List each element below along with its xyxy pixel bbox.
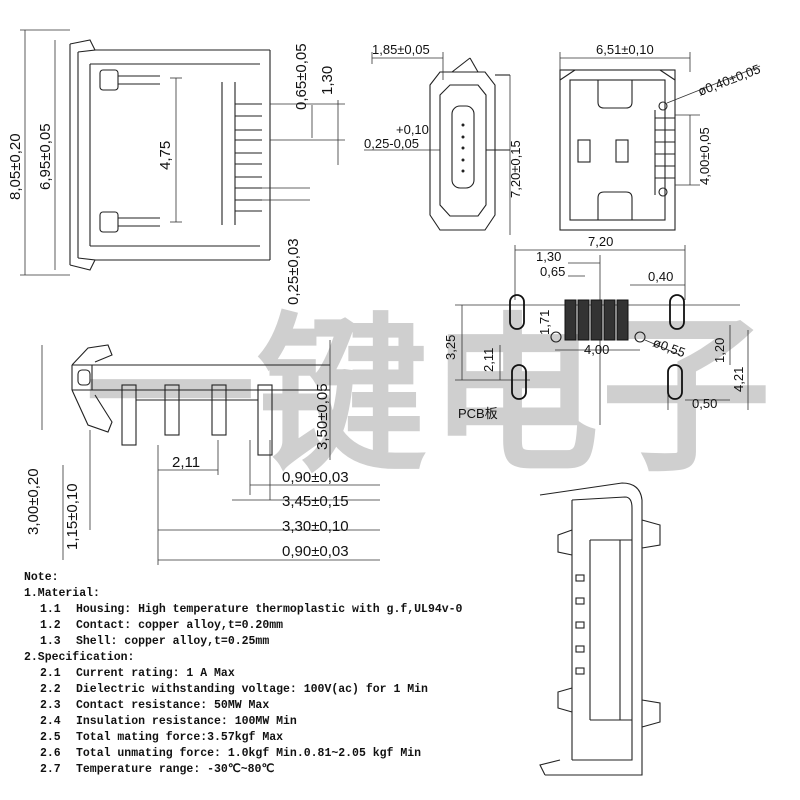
dim-330: 3,30±0,10: [282, 518, 349, 535]
dim-pin-area: 4,00±0,05: [697, 127, 712, 185]
dim-tol-plus: +0,10: [396, 122, 429, 137]
dim-tol-main: 0,25-0,05: [364, 136, 419, 151]
pcb-h325: 3,25: [443, 335, 458, 360]
pcb-pad-5: [616, 299, 629, 341]
dim-body-height: 6,95±0,05: [37, 123, 54, 190]
pcb-pad-4: [603, 299, 616, 341]
dim-bottom-gap: 0,25±0,03: [285, 238, 302, 305]
watermark-text: 一键电子: [85, 302, 773, 492]
dim-pitch-130: 1,30: [319, 66, 336, 95]
pcb-h120: 1,20: [712, 338, 727, 363]
pcb-h421: 4,21: [731, 367, 746, 392]
front-view: 1,85±0,05 +0,10 0,25-0,05 7,20±0,15: [364, 42, 523, 235]
dim-top-offset: 0,65±0,05: [293, 43, 310, 110]
dim-side-300: 3,00±0,20: [25, 468, 42, 535]
side-view-top: 8,05±0,20 6,95±0,05 4,75 0,65±0,05 1,30 …: [7, 29, 345, 305]
pcb-pad-1: [564, 299, 577, 341]
dim-pin-span: 4,75: [157, 141, 174, 170]
dim-side-115: 1,15±0,10: [64, 483, 81, 550]
notes-section-head: 2.Specification:: [24, 651, 135, 664]
notes-section-head: 1.Material:: [24, 587, 100, 600]
elevation-view: 3,50±0,05 3,00±0,20 1,15±0,10 2,11 0,90±…: [25, 340, 380, 565]
pcb-footprint: 7,20 1,30 0,65 0,40 1,71 3,25 2,11 4,00 …: [443, 234, 749, 425]
pcb-label: PCB板: [458, 406, 498, 421]
pcb-w040: 0,40: [648, 269, 673, 284]
pcb-pad-3: [590, 299, 603, 341]
pcb-pad-2: [577, 299, 590, 341]
dim-090a: 0,90±0,03: [282, 469, 349, 486]
pcb-w065: 0,65: [540, 264, 565, 279]
notes-title: Note:: [24, 571, 59, 584]
dim-overall-height: 8,05±0,20: [7, 133, 24, 200]
pcb-h211: 2,11: [481, 348, 496, 372]
pcb-w130: 1,30: [536, 249, 561, 264]
dim-depth: 1,85±0,05: [372, 42, 430, 57]
pcb-w050: 0,50: [692, 396, 717, 411]
dim-leg-211: 2,11: [172, 454, 200, 471]
pcb-total: 7,20: [588, 234, 613, 249]
top-view-right: 6,51±0,10 ø0,40±0,05 4,00±0,05: [559, 42, 763, 231]
dim-090b: 0,90±0,03: [282, 543, 349, 560]
dim-front-total: 3,50±0,05: [314, 383, 331, 450]
dim-345: 3,45±0,15: [282, 493, 349, 510]
pcb-w400: 4,00: [584, 342, 609, 357]
dim-width-651: 6,51±0,10: [596, 42, 654, 57]
cross-section-view: [539, 482, 661, 776]
dim-hole-dia: ø0,40±0,05: [696, 61, 763, 99]
pcb-h171: 1,71: [537, 310, 552, 335]
dim-width-720-tol: 7,20±0,15: [508, 140, 523, 198]
